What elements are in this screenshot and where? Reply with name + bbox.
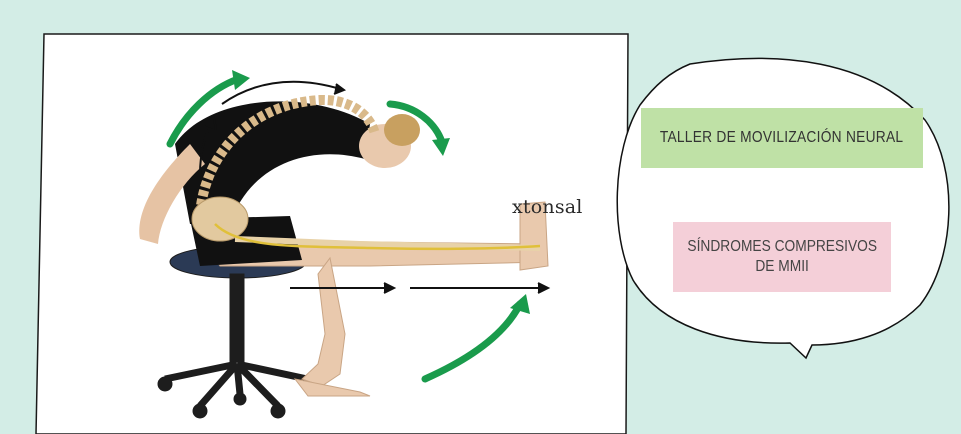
subtitle-label: SÍNDROMES COMPRESIVOS DE MMII — [673, 222, 891, 292]
workshop-title: TALLER DE MOVILIZACIÓN NEURAL — [660, 129, 904, 147]
subtitle-line-1: SÍNDROMES COMPRESIVOS — [687, 237, 877, 257]
subtitle-line-2: DE MMII — [755, 257, 809, 277]
title-label: TALLER DE MOVILIZACIÓN NEURAL — [641, 108, 923, 168]
